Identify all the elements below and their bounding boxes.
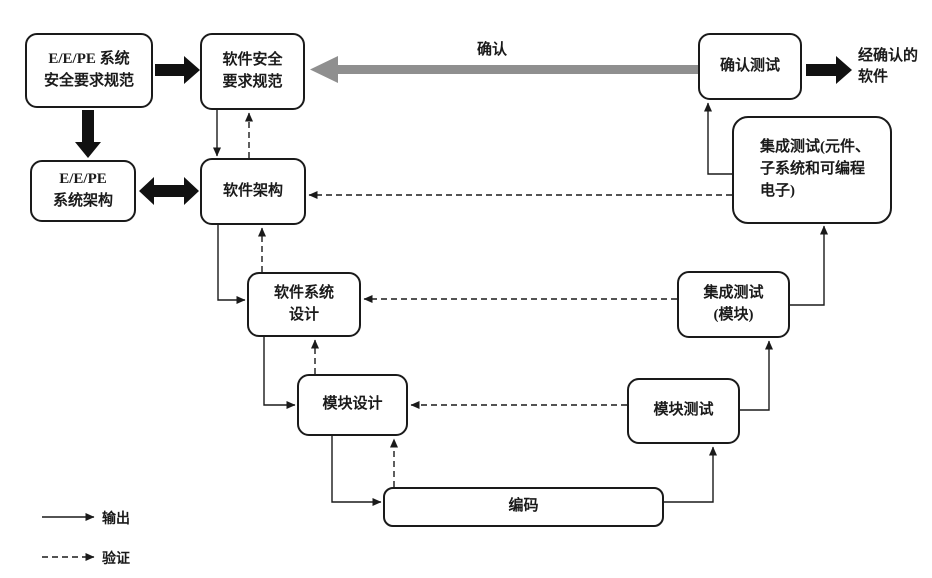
legend-output-label: 输出 [102, 512, 130, 527]
output-line-coding-to-module-test [664, 446, 717, 503]
box-integration-testing-pe: 集成测试(元件、 子系统和可编程 电子) [732, 116, 892, 224]
validation-arrow [310, 56, 698, 83]
box-coding: 编码 [383, 487, 664, 527]
output-line-sw-arch-to-sw-sys-design [217, 225, 246, 304]
box-software-architecture: 软件架构 [200, 158, 306, 225]
validation-arrow-label: 确认 [477, 42, 508, 58]
block-arrow-eepe-arch-sw-arch-bidirectional [139, 177, 199, 205]
box-integration-testing-module: 集成测试 (模块) [677, 271, 790, 338]
output-line-module-design-to-coding [331, 436, 382, 506]
box-validation-testing: 确认测试 [698, 33, 802, 100]
box-module-testing: 模块测试 [627, 378, 740, 444]
output-line-module-test-to-integration-test-module [740, 340, 773, 411]
output-line-integration-test-module-to-integration-test-pe [790, 225, 828, 306]
box-eepe-system-safety-requirements-spec: E/E/PE 系统 安全要求规范 [25, 33, 153, 108]
validated-software-label: 经确认的 软件 [858, 48, 919, 85]
block-arrow-eepe-srs-to-eepe-arch [75, 110, 101, 158]
box-software-system-design: 软件系统 设计 [247, 272, 361, 337]
legend-verification-label: 验证 [102, 552, 130, 567]
output-line-sw-sys-design-to-module-design [263, 337, 296, 409]
block-arrow-eepe-srs-to-sw-srs [155, 56, 200, 84]
box-eepe-system-architecture: E/E/PE 系统架构 [30, 160, 136, 222]
block-arrow-validation-test-to-validated-software [806, 56, 852, 84]
box-module-design: 模块设计 [297, 374, 408, 436]
output-line-integration-test-pe-to-validation-test [704, 102, 732, 175]
box-software-safety-requirements-spec: 软件安全 要求规范 [200, 33, 305, 110]
